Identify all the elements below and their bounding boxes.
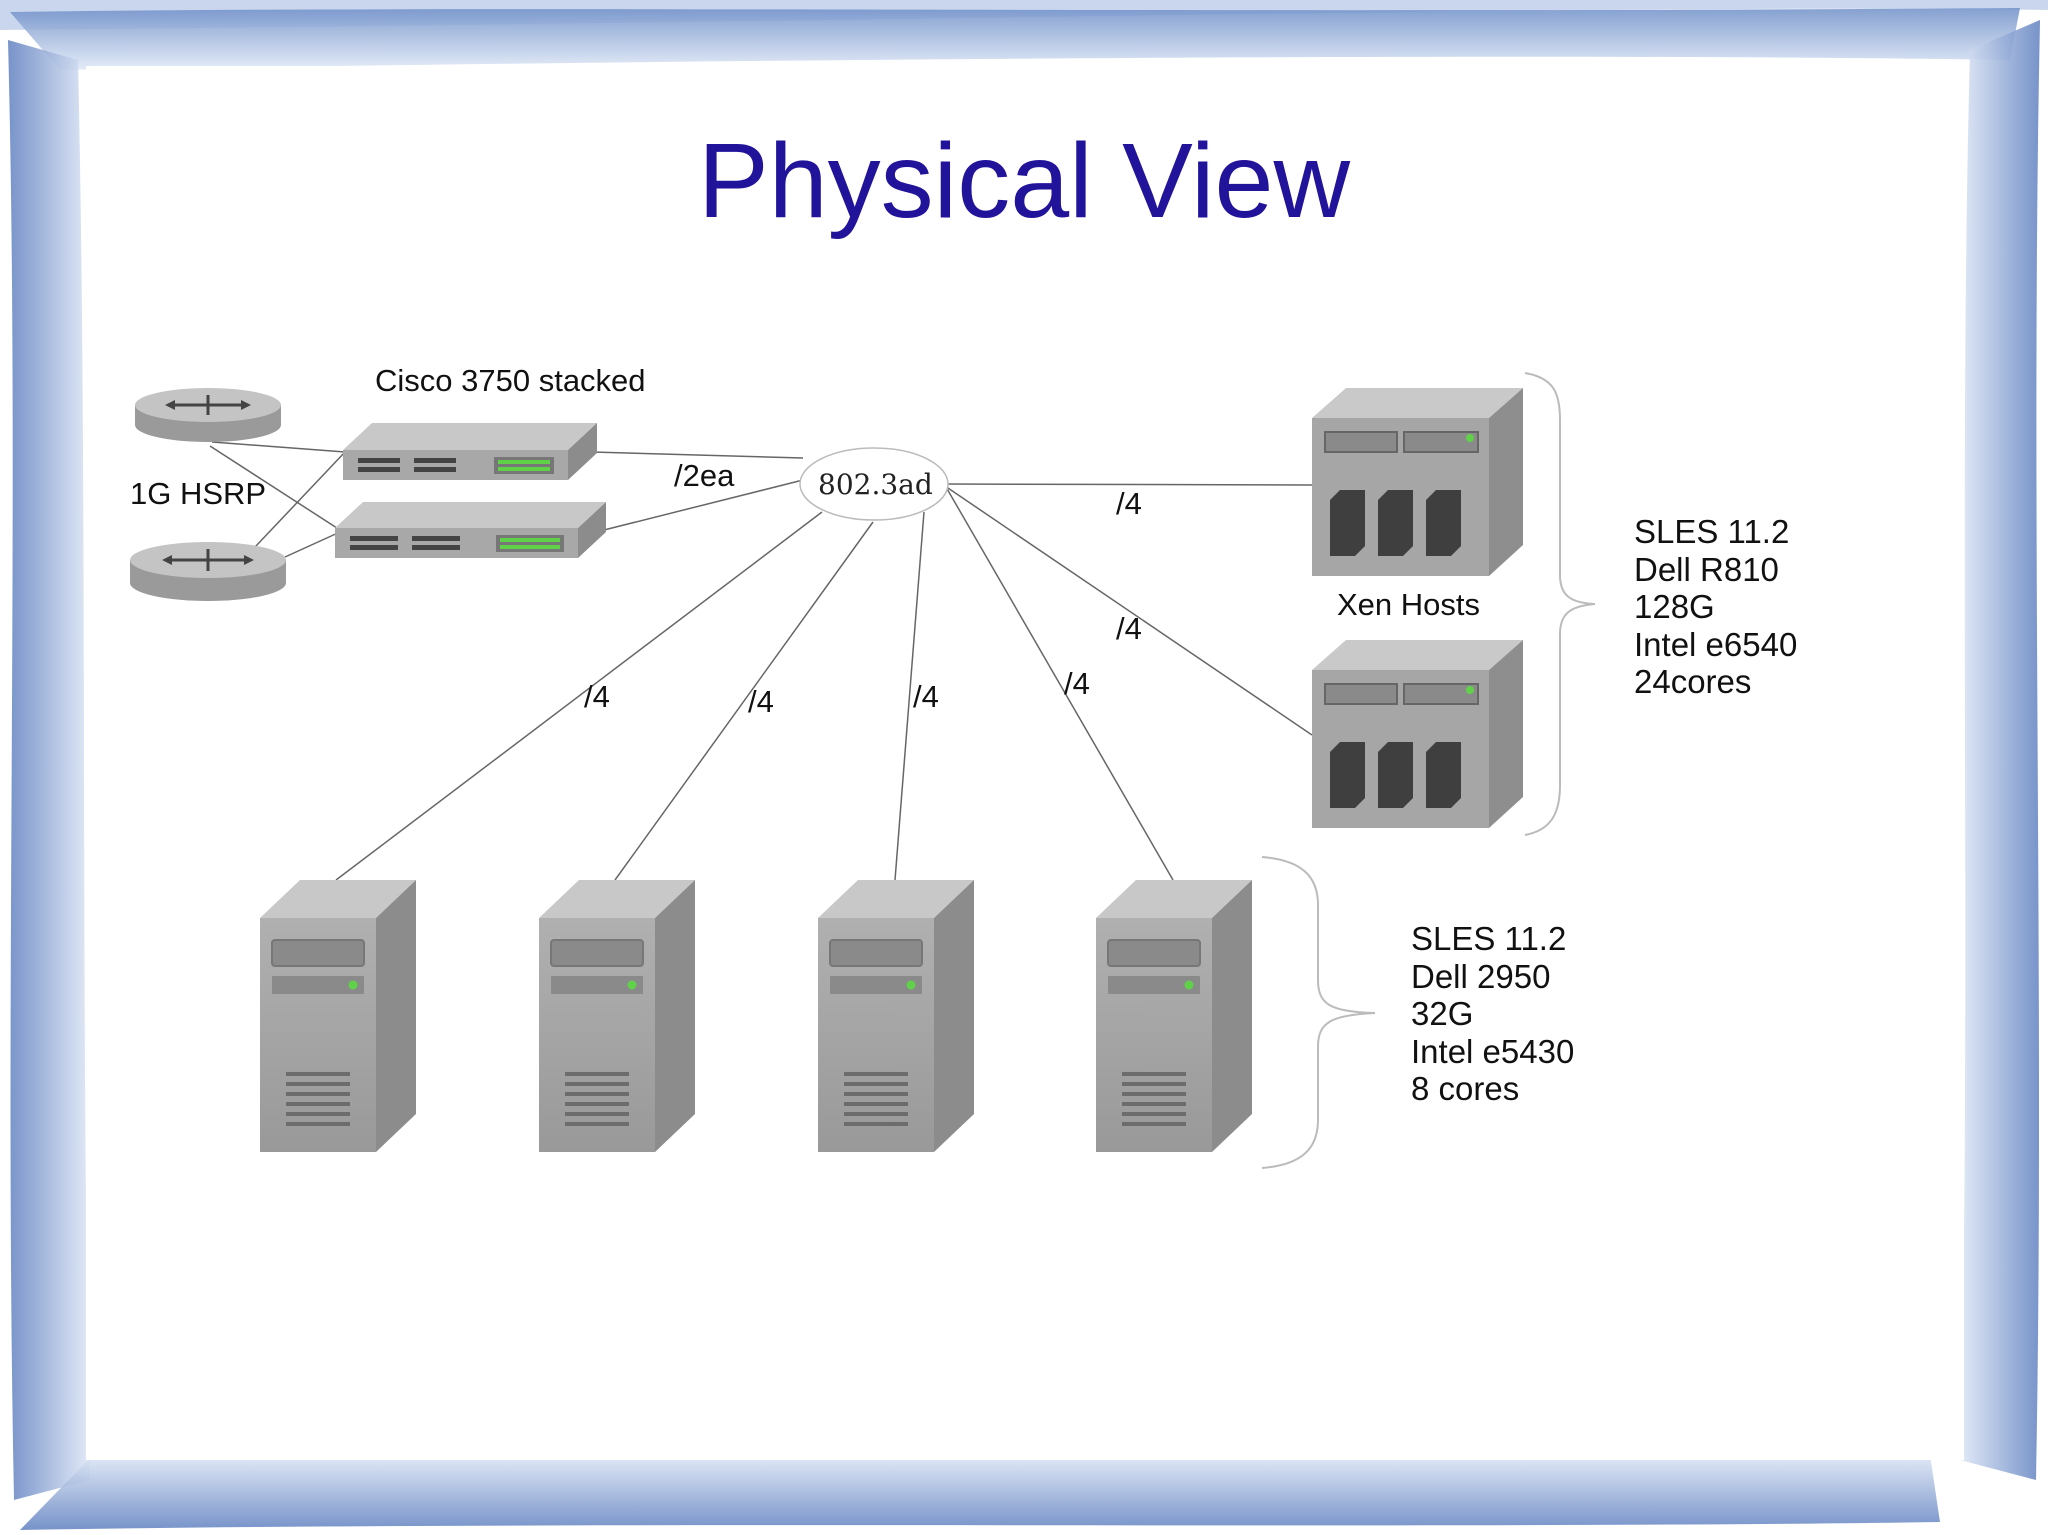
switch-stack-label: Cisco 3750 stacked: [375, 363, 646, 398]
tower-servers-spec: SLES 11.2 Dell 2950 32G Intel e5430 8 co…: [1411, 920, 1574, 1108]
link-label: /4: [748, 684, 774, 719]
link-label: /4: [1064, 666, 1090, 701]
link-label: /4: [1116, 486, 1142, 521]
link-bond-xen2: [944, 485, 1313, 736]
link-router1-switch2: [209, 445, 341, 531]
network-links: [209, 441, 1313, 881]
link-bond-tower4: [945, 486, 1174, 881]
spec-line: 128G: [1634, 588, 1715, 625]
uplink-label: /2ea: [674, 458, 735, 493]
tower-server-icon: [1096, 880, 1252, 1152]
tower-server-icon: [539, 880, 695, 1152]
link-bond-tower3: [894, 511, 925, 881]
tower-server-icon: [260, 880, 416, 1152]
link-label: /4: [584, 679, 610, 714]
page-title: Physical View: [698, 122, 1350, 240]
router-label: 1G HSRP: [130, 476, 267, 511]
link-router2-switch1: [254, 451, 346, 548]
tower-server-icon: [818, 880, 974, 1152]
bond-label: 802.3ad: [818, 468, 933, 501]
spec-line: Dell R810: [1634, 550, 1779, 588]
link-switch2-bond: [603, 479, 804, 531]
spec-line: 32G: [1411, 995, 1474, 1032]
bond-node: [799, 447, 949, 521]
link-switch1-bond: [591, 451, 804, 459]
spec-line: Intel e6540: [1634, 625, 1798, 663]
link-label: /4: [1116, 611, 1142, 646]
rack-server-icon: [1312, 640, 1523, 828]
spec-line: Dell 2950: [1411, 957, 1551, 995]
xen-hosts-label: Xen Hosts: [1337, 587, 1481, 622]
link-router1-switch1: [211, 441, 346, 453]
xen-hosts-spec: SLES 11.2 Dell R810 128G Intel e6540 24c…: [1634, 513, 1797, 701]
switch-icon: [343, 423, 597, 480]
link-bond-tower2: [614, 521, 874, 881]
spec-line: 8 cores: [1411, 1070, 1520, 1107]
rack-server-icon: [1312, 388, 1523, 576]
link-bond-tower1: [335, 511, 823, 881]
spec-line: SLES 11.2: [1634, 513, 1790, 550]
xen-hosts-brace: [1524, 372, 1596, 836]
link-router2-switch2: [284, 531, 341, 558]
router-icon: [130, 542, 286, 601]
switch-icon: [335, 502, 606, 558]
spec-line: Intel e5430: [1411, 1032, 1575, 1070]
tower-servers-brace: [1261, 856, 1376, 1169]
spec-line: 24cores: [1634, 663, 1752, 700]
router-icon: [135, 388, 281, 442]
link-bond-xen1: [944, 483, 1313, 486]
link-label: /4: [913, 679, 939, 714]
spec-line: SLES 11.2: [1411, 920, 1567, 957]
